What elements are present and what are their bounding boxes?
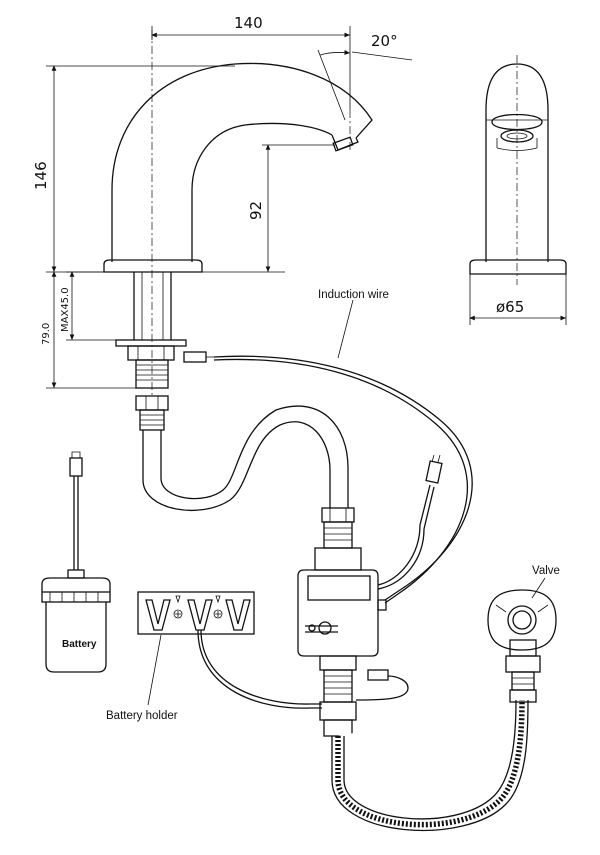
dim-angle-20: 20° <box>317 32 413 121</box>
dim-spout-92: 92 <box>202 144 335 273</box>
dim-width-text: 140 <box>234 14 263 32</box>
upper-hose <box>135 395 349 512</box>
battery: Battery <box>41 451 111 673</box>
induction-wire: Induction wire <box>183 289 473 604</box>
solenoid-valve <box>297 507 387 737</box>
dim-max-text: MAX45.0 <box>60 287 71 332</box>
battery-holder: Battery holder <box>106 591 255 722</box>
dim-angle-text: 20° <box>371 32 398 50</box>
valve-label: Valve <box>532 565 560 577</box>
induction-wire-label: Induction wire <box>318 289 389 301</box>
dim-height-text: 146 <box>32 161 50 190</box>
dim-shank-text: 79.0 <box>41 323 52 345</box>
faucet-side-view <box>103 30 373 395</box>
dim-diameter-text: ø65 <box>496 298 524 316</box>
dim-shank: MAX45.0 79.0 <box>41 271 136 389</box>
braided-hose <box>331 699 529 832</box>
dim-spout-text: 92 <box>247 201 265 220</box>
battery-holder-label: Battery holder <box>106 710 178 722</box>
inlet-valve: Valve <box>487 565 560 703</box>
dim-width-140: 140 <box>151 14 351 110</box>
dim-height-146: 146 <box>32 65 235 273</box>
faucet-front-view <box>469 55 567 285</box>
dim-diameter: ø65 <box>469 274 567 325</box>
battery-label: Battery <box>62 639 97 650</box>
battery-wire <box>197 629 409 709</box>
sensor-lead <box>377 454 443 590</box>
